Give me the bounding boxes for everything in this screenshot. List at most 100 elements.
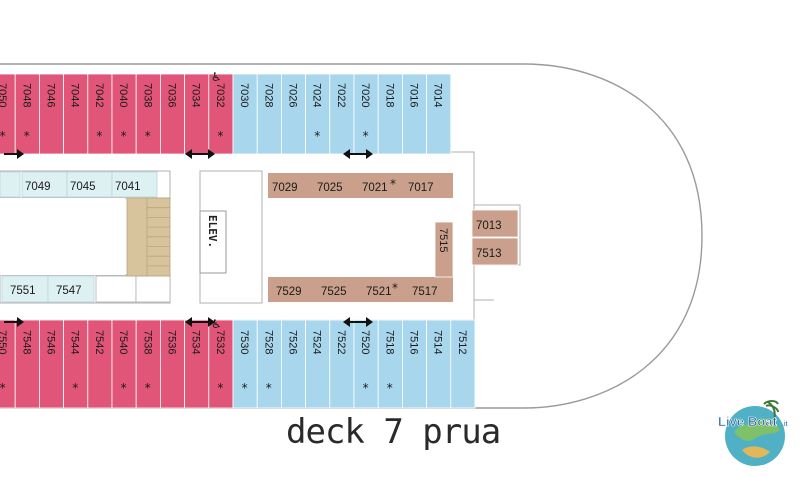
top-cabin-7044[interactable]: 7044 (63, 73, 89, 155)
top-cabin-7022[interactable]: 7022 (329, 73, 355, 155)
inner-cabin-7049[interactable]: 7049 (21, 171, 68, 198)
logo-suffix: .it (782, 421, 788, 428)
star-icon: * (145, 129, 151, 143)
logo-word-boat: Boat (748, 414, 778, 429)
mid-cabin-7017[interactable]: 7017 (408, 182, 434, 194)
top-cabin-7028[interactable]: 7028 (256, 73, 282, 155)
cabin-number: 7044 (69, 83, 81, 107)
bottom-cabin-7528[interactable]: 7528* (256, 319, 282, 409)
top-cabin-7046[interactable]: 7046 (39, 73, 65, 155)
bottom-cabin-7542[interactable]: 7542 (87, 319, 113, 409)
bottom-cabin-7540[interactable]: 7540* (111, 319, 137, 409)
cabin-number: 7544 (69, 330, 81, 354)
fore-cabin-7013[interactable]: 7013 (471, 209, 519, 238)
mid-cabin-7529[interactable]: 7529 (276, 286, 302, 298)
palm-icon (767, 401, 776, 421)
mid-cabin-7029[interactable]: 7029 (272, 182, 298, 194)
wheelchair-icon: ♿ (211, 70, 222, 84)
top-cabin-7024[interactable]: 7024* (305, 73, 331, 155)
mid-cabin-7521[interactable]: 7521 (366, 286, 392, 298)
bottom-cabin-7512[interactable]: 7512 (450, 319, 476, 409)
mid-cabin-7021[interactable]: 7021 (362, 182, 388, 194)
top-cabin-7016[interactable]: 7016 (401, 73, 427, 155)
inner-cabin-7551[interactable]: 7551 (1, 275, 49, 303)
top-cabin-7034[interactable]: 7034 (184, 73, 210, 155)
double-arrow-icon (343, 149, 373, 159)
top-cabin-7040[interactable]: 7040* (111, 73, 137, 155)
top-cabin-7018[interactable]: 7018 (377, 73, 403, 155)
cabin-number: 7548 (20, 330, 32, 354)
bottom-cabin-7518[interactable]: 7518* (377, 319, 403, 409)
top-cabin-7014[interactable]: 7014 (426, 73, 452, 155)
double-arrow-icon (343, 317, 373, 327)
cabin-number: 7520 (359, 330, 371, 354)
bottom-cabin-7514[interactable]: 7514 (426, 319, 452, 409)
star-icon: * (314, 129, 320, 143)
bottom-cabin-7530[interactable]: 7530* (232, 319, 258, 409)
cabin-number: 7551 (10, 285, 36, 297)
bottom-cabin-7546[interactable]: 7546 (39, 319, 65, 409)
bottom-cabin-7544[interactable]: 7544* (63, 319, 89, 409)
top-cabin-7048[interactable]: 7048* (14, 73, 40, 155)
star-icon: * (217, 129, 223, 143)
bottom-cabin-7524[interactable]: 7524 (305, 319, 331, 409)
top-cabin-7036[interactable]: 7036 (159, 73, 185, 155)
bottom-cabin-7532[interactable]: 7532*♿ (208, 317, 234, 409)
cabin-number: 7536 (166, 330, 178, 354)
elevator-label: ELEV. (206, 215, 219, 248)
bottom-cabin-7516[interactable]: 7516 (401, 319, 427, 409)
cabin-number: 7542 (93, 330, 105, 354)
top-cabin-7050[interactable]: 7050* (0, 73, 16, 155)
top-cabin-7032[interactable]: 7032*♿ (208, 70, 234, 155)
deck-title: deck 7 prua (286, 412, 501, 452)
cabin-number: 7046 (45, 83, 57, 107)
cabin-number: 7018 (383, 83, 395, 107)
top-cabin-7038[interactable]: 7038 * (135, 73, 161, 155)
top-cabin-7042[interactable]: 7042* (87, 73, 113, 155)
star-icon: * (145, 381, 151, 395)
cabin-number: 7041 (115, 181, 141, 193)
bottom-cabin-7520[interactable]: 7520* (353, 319, 379, 409)
fore-cabin-7513[interactable]: 7513 (471, 237, 519, 266)
top-cabin-7020[interactable]: 7020* (353, 73, 379, 155)
inner-cabin-7045[interactable]: 7045 (66, 171, 113, 198)
stairs (126, 197, 171, 277)
inner-cabin-7547[interactable]: 7547 (47, 275, 95, 303)
star-icon: * (392, 281, 398, 295)
cabin-number: 7547 (56, 285, 82, 297)
bottom-cabin-7522[interactable]: 7522 (329, 319, 355, 409)
bottom-cabin-7534[interactable]: 7534 (184, 319, 210, 409)
top-cabin-7030[interactable]: 7030 (232, 73, 258, 155)
mid-cabin-7517[interactable]: 7517 (412, 286, 438, 298)
inner-cabin-7041[interactable]: 7041 (111, 171, 158, 198)
open-area (0, 198, 125, 275)
wheelchair-icon: ♿ (211, 317, 222, 331)
hull-outline (0, 63, 703, 409)
cabin-number: 7516 (408, 330, 420, 354)
cabin-number: 7522 (335, 330, 347, 354)
bottom-cabin-7548[interactable]: 7548 (14, 319, 40, 409)
bottom-cabin-7538[interactable]: 7538* (135, 319, 161, 409)
cabin-number: 7524 (311, 330, 323, 354)
cabin-number: 7514 (432, 330, 444, 354)
star-icon: * (121, 129, 127, 143)
mid-cabin-7025[interactable]: 7025 (317, 182, 343, 194)
cabin-number: 7038 (141, 83, 153, 107)
double-arrow-icon (4, 317, 24, 327)
bottom-cabin-7550[interactable]: 7550* (0, 319, 16, 409)
mid-cabin-7525[interactable]: 7525 (321, 286, 347, 298)
elevator-shaft (199, 210, 227, 274)
cabin-number: 7045 (70, 181, 96, 193)
bottom-cabin-7526[interactable]: 7526 (280, 319, 306, 409)
bottom-cabin-7536[interactable]: 7536 (159, 319, 185, 409)
cabin-number: 7050 (0, 83, 8, 107)
side-cabin-7515[interactable]: 7515 (434, 221, 454, 278)
star-icon: * (266, 381, 272, 395)
top-cabin-7026[interactable]: 7026 (280, 73, 306, 155)
cabin-number: 7546 (45, 330, 57, 354)
star-icon: * (0, 381, 6, 395)
